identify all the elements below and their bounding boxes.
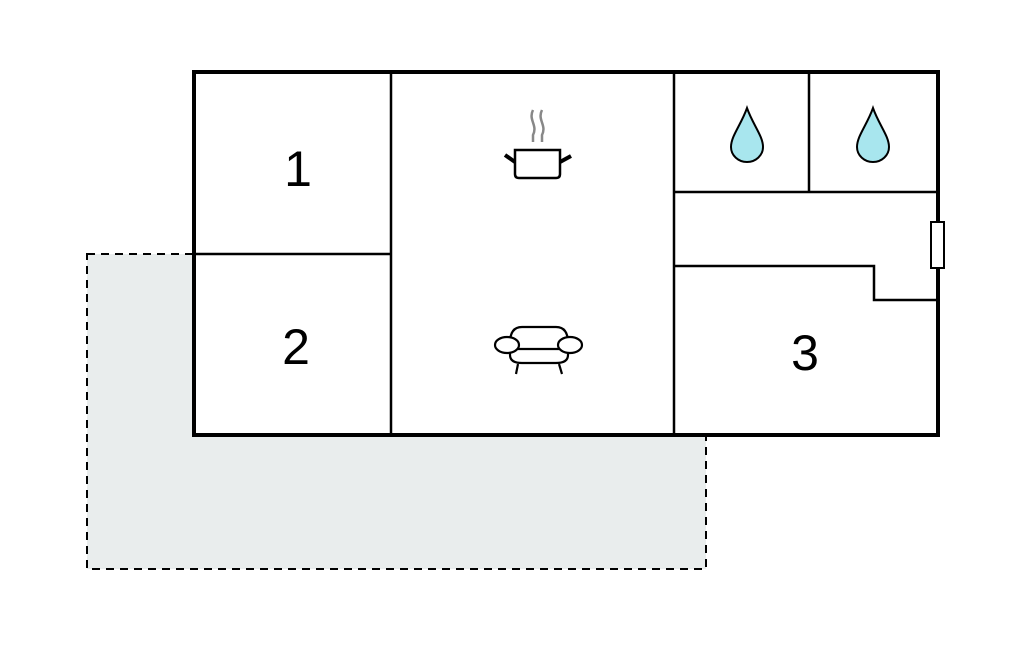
room-1-label: 1 — [284, 141, 312, 197]
water-drop-icon — [729, 104, 765, 163]
window — [930, 221, 945, 269]
room-3-label: 3 — [791, 325, 819, 381]
sofa-icon — [493, 325, 584, 375]
room-2-label: 2 — [282, 319, 310, 375]
cooking-pot-icon — [503, 109, 572, 180]
interior-walls — [194, 72, 938, 435]
water-drop-icon — [855, 104, 891, 163]
